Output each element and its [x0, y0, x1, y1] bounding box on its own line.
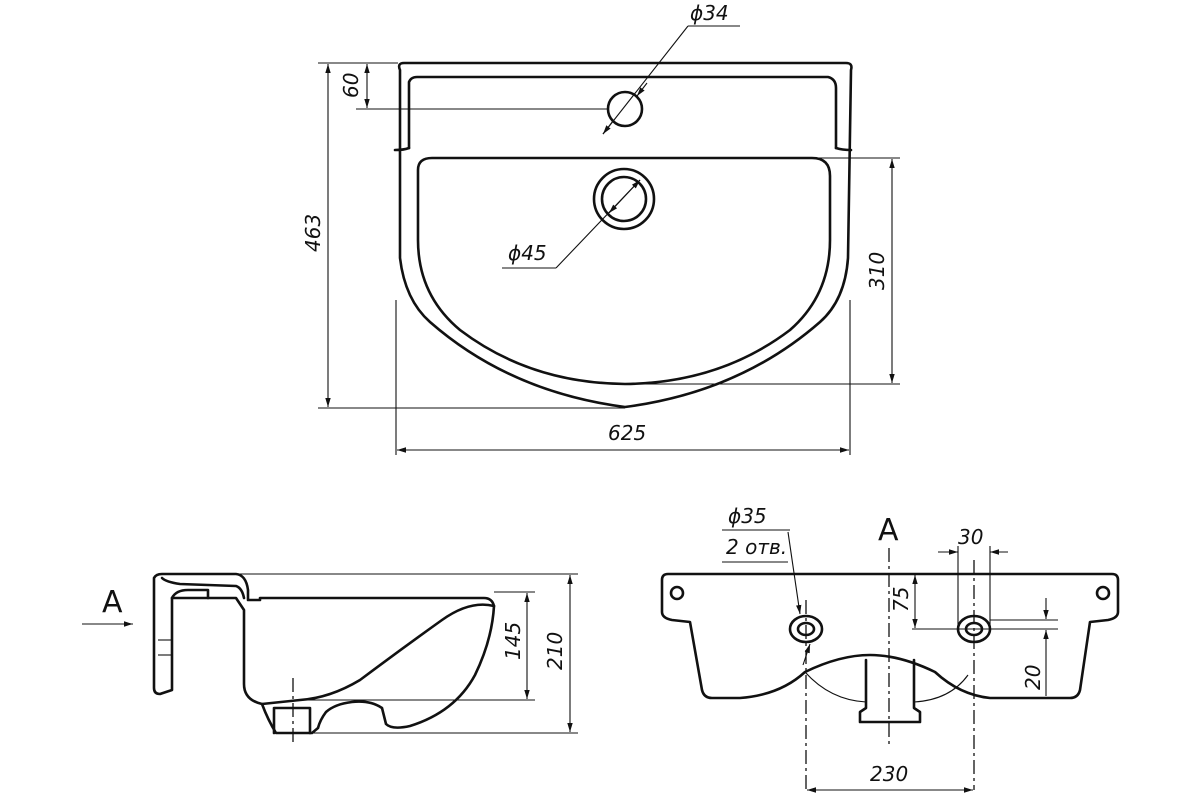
- bowl-curve: [804, 671, 969, 703]
- rear-outline: [660, 572, 1120, 700]
- rim-line: [407, 75, 838, 150]
- dim-tap-hole: ϕ34: [690, 1, 729, 25]
- dim-width: 625: [608, 421, 646, 445]
- dim-hole-offset: 30: [958, 525, 983, 549]
- section-label-rear: A: [878, 513, 899, 548]
- dim-mount-hole: ϕ35: [728, 504, 767, 528]
- side-outline: [152, 572, 496, 735]
- dim-bottom: 20: [1021, 665, 1045, 690]
- dim-bowl-height: 145: [501, 622, 525, 660]
- rim-shoulder: [393, 146, 853, 152]
- dim-height: 463: [301, 214, 325, 252]
- dim-tap-offset: 60: [339, 73, 363, 98]
- bowl-section: [260, 603, 496, 706]
- front-rim: [160, 576, 246, 600]
- section-label-side: A: [102, 585, 123, 620]
- mount-hole-left-small: [669, 585, 685, 601]
- drain-outlet: [272, 706, 312, 735]
- top-view: 625 463 60 310 ϕ34 ϕ45: [301, 1, 900, 455]
- dim-total-height: 210: [543, 632, 567, 670]
- dim-drain-hole: ϕ45: [508, 241, 547, 265]
- drain-stub: [858, 658, 922, 724]
- mount-hole-left: [788, 614, 824, 644]
- dim-mount-hole-count: 2 отв.: [726, 535, 787, 559]
- dim-hole-height: 75: [889, 587, 913, 612]
- dim-bowl-depth: 310: [865, 252, 889, 290]
- mount-hole-right-small: [1095, 585, 1111, 601]
- drain-outer: [592, 167, 656, 231]
- rear-view: A ϕ35 2 отв. 30 75 20 230: [660, 504, 1120, 793]
- side-view: A 145 210: [82, 572, 578, 746]
- bowl-outline: [416, 156, 832, 386]
- basin-outline: [397, 61, 853, 409]
- inner-profile: [170, 588, 210, 600]
- drain-inner: [600, 175, 648, 223]
- dim-hole-spacing: 230: [870, 762, 908, 786]
